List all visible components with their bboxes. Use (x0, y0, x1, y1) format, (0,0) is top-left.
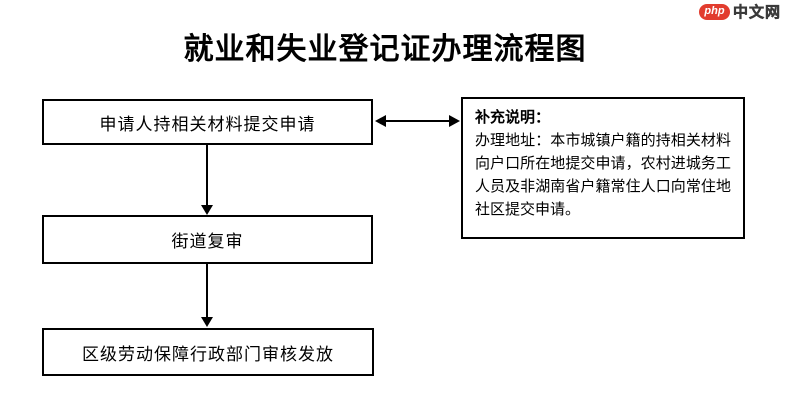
php-cn-logo: php 中文网 (698, 3, 781, 21)
note-box: 补充说明： 办理地址：本市城镇户籍的持相关材料向户口所在地提交申请，农村进城务工… (461, 97, 745, 239)
flow-node-label: 区级劳动保障行政部门审核发放 (82, 344, 334, 364)
arrow-line (206, 264, 208, 318)
arrow-left-icon (375, 115, 386, 127)
note-body: 办理地址：本市城镇户籍的持相关材料向户口所在地提交申请，农村进城务工人员及非湖南… (475, 132, 731, 218)
php-logo-badge-icon: php (698, 4, 730, 20)
note-heading: 补充说明： (475, 109, 551, 126)
diagram-title: 就业和失业登记证办理流程图 (183, 33, 587, 66)
logo-site-text: 中文网 (732, 3, 781, 21)
arrow-right-icon (449, 115, 460, 127)
flow-node-street-review: 街道复审 (42, 215, 373, 264)
arrow-line (384, 120, 452, 122)
flow-node-label: 申请人持相关材料提交申请 (99, 114, 316, 134)
flow-node-label: 街道复审 (171, 232, 244, 251)
arrow-line (206, 145, 208, 207)
flow-node-district-issue: 区级劳动保障行政部门审核发放 (42, 328, 374, 376)
flow-node-submit-application: 申请人持相关材料提交申请 (42, 99, 373, 145)
arrow-down-icon (201, 317, 213, 327)
arrow-down-icon (201, 205, 213, 215)
